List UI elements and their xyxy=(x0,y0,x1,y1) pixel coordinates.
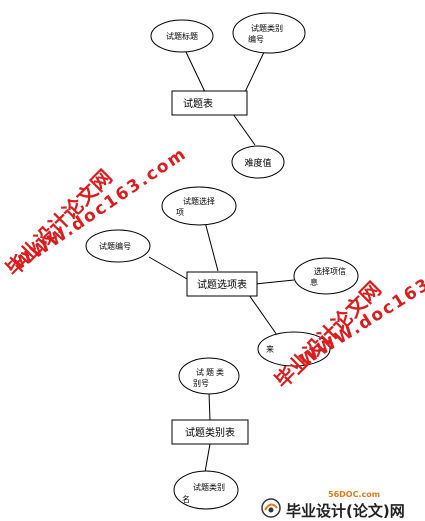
attribute-label: 难度值 xyxy=(244,157,271,169)
line-option-choice xyxy=(204,221,219,272)
logo-brand: 毕业设计(论文)网 xyxy=(286,502,405,520)
attribute-label-line1: 选择项信 xyxy=(314,266,346,276)
attribute-label-line1: 试题类 xyxy=(196,367,226,377)
attribute-label-line1: 试题类别 xyxy=(193,482,225,492)
line-category-number xyxy=(208,391,211,422)
attribute-option-choice: 试题选择 项 xyxy=(161,186,237,226)
attribute-label: 试题编号 xyxy=(99,241,131,251)
entity-label: 试题表 xyxy=(183,97,213,110)
attribute-label-line1: 试题类别 xyxy=(251,23,283,33)
entity-label: 试题选项表 xyxy=(197,278,247,291)
relationship-lines xyxy=(148,49,295,473)
attribute-option-info: 选择项信 息 xyxy=(293,257,359,295)
attribute-label-line2: 息 xyxy=(310,277,318,287)
line-option-info xyxy=(254,279,295,285)
attribute-category-number: 试题类 别号 xyxy=(178,357,240,395)
line-option-extra xyxy=(248,294,278,336)
attribute-question-category-id: 试题类别 编号 xyxy=(232,12,306,54)
line-question-category-id xyxy=(244,49,266,93)
logo-site: 56DOC.com xyxy=(328,490,381,499)
logo-icon xyxy=(261,498,281,518)
entity-question-category-table: 试题类别表 xyxy=(171,419,249,445)
attribute-label-line1: 试题选择 xyxy=(183,196,215,206)
entity-question-option-table: 试题选项表 xyxy=(186,271,258,297)
attribute-option-extra: 来 xyxy=(257,331,331,367)
attribute-label-line2: 编号 xyxy=(248,34,264,44)
line-difficulty xyxy=(232,113,256,146)
entity-question-table: 试题表 xyxy=(171,90,248,116)
attribute-label: 试题标题 xyxy=(166,31,198,41)
attribute-label-line2: 名 xyxy=(182,494,190,504)
entity-label: 试题类别表 xyxy=(185,426,235,439)
attribute-difficulty: 难度值 xyxy=(231,145,285,179)
attribute-option-question-id: 试题编号 xyxy=(85,229,151,263)
attribute-label-line2: 项 xyxy=(176,208,184,217)
attribute-category-name: 试题类别 名 xyxy=(173,470,239,510)
line-question-title xyxy=(185,51,206,93)
attribute-label-line2: 别号 xyxy=(193,379,209,388)
line-category-name xyxy=(204,443,211,473)
line-option-question-id xyxy=(148,256,188,280)
site-logo: 56DOC.com 毕业设计(论文)网 xyxy=(258,490,425,520)
attribute-label: 来 xyxy=(266,345,274,354)
attribute-question-title: 试题标题 xyxy=(150,19,214,53)
